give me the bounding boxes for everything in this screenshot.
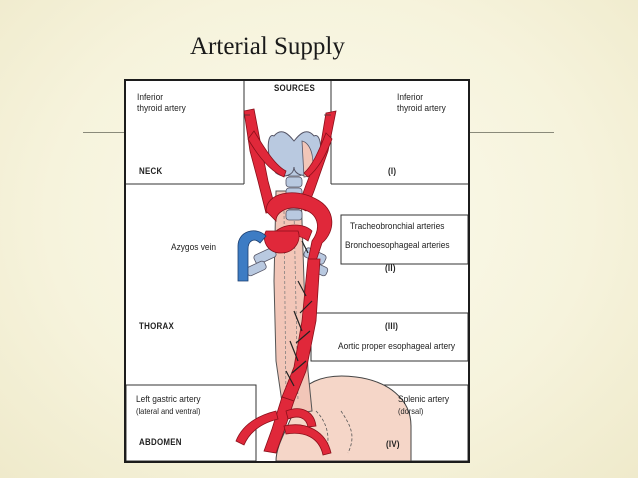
- region-thorax-roman-upper: (II): [385, 263, 396, 273]
- region-abdomen-roman: (IV): [386, 439, 400, 449]
- region-abdomen: ABDOMEN: [139, 437, 182, 447]
- title-rule-right: [470, 132, 554, 133]
- slide-title: Arterial Supply: [190, 33, 345, 60]
- label-aortic-proper: Aortic proper esophageal artery: [338, 341, 456, 352]
- label-tracheobronchial: Tracheobronchial arteries: [350, 221, 445, 232]
- region-neck-roman: (I): [388, 166, 397, 176]
- label-inferior-thyroid-right-2: thyroid artery: [397, 103, 446, 114]
- title-rule-left: [83, 132, 127, 133]
- anatomy-illustration: [126, 81, 468, 461]
- sources-heading: SOURCES: [274, 83, 316, 93]
- label-bronchoesophageal: Bronchoesophageal arteries: [345, 240, 450, 251]
- stomach-dashed-vessel: [315, 410, 353, 454]
- esophagus-arterial-supply-diagram: SOURCES Inferior thyroid artery Inferior…: [124, 79, 470, 463]
- thorax-right-upper-box: [340, 214, 468, 265]
- label-left-gastric-2: (lateral and ventral): [136, 406, 201, 416]
- label-inferior-thyroid-right-1: Inferior: [397, 92, 424, 103]
- label-inferior-thyroid-left-1: Inferior: [137, 92, 164, 103]
- label-left-gastric-1: Left gastric artery: [136, 394, 201, 405]
- label-azygos-vein: Azygos vein: [171, 242, 217, 253]
- label-splenic-1: Splenic artery: [398, 394, 450, 405]
- azygos-vein: [237, 230, 267, 282]
- region-thorax: THORAX: [139, 321, 175, 331]
- esophageal-branches: [285, 240, 313, 387]
- label-inferior-thyroid-left-2: thyroid artery: [137, 103, 186, 114]
- label-splenic-2: (dorsal): [398, 406, 424, 416]
- region-neck: NECK: [139, 166, 163, 176]
- region-thorax-roman-lower: (III): [385, 321, 399, 331]
